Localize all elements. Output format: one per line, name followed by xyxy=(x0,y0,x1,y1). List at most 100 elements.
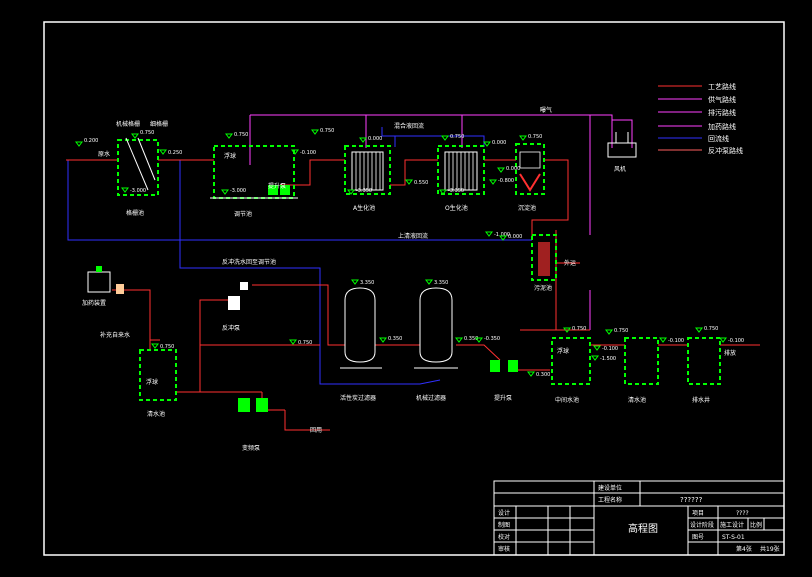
svg-text:0.350: 0.350 xyxy=(464,336,478,342)
elev-sludge-level: -1.000 xyxy=(485,231,510,238)
svg-text:0.750: 0.750 xyxy=(704,326,718,332)
mechanical-filter: 机械过滤器 xyxy=(414,287,458,402)
legend-air: 供气路线 xyxy=(708,95,736,104)
elev-settler-top: 0.750 xyxy=(519,134,542,141)
svg-text:0.750: 0.750 xyxy=(298,340,312,346)
legend-return: 回流线 xyxy=(708,134,729,143)
svg-text:0.300: 0.300 xyxy=(536,372,550,378)
backwash-pump-label: 反冲泵 xyxy=(222,324,240,332)
svg-text:0.750: 0.750 xyxy=(234,132,248,138)
a-tank: A生化池 xyxy=(344,145,391,212)
elev-o-top: 0.750 xyxy=(441,134,464,141)
middle-tank-label: 中间水池 xyxy=(555,396,579,404)
svg-text:0.750: 0.750 xyxy=(614,328,628,334)
elev-o-bottom: -3.350 xyxy=(439,188,464,195)
client-label: 建设单位 xyxy=(598,484,622,492)
o-tank: O生化池 xyxy=(437,145,485,212)
elev-o-level: 0.000 xyxy=(483,140,506,147)
mechanical-filter-label: 机械过滤器 xyxy=(416,394,446,402)
stage-label: 设计阶段 xyxy=(690,521,714,529)
elev-settler-mid: -0.800 xyxy=(489,178,514,185)
carbon-filter: 活性炭过滤器 xyxy=(340,287,382,402)
review-label: 审核 xyxy=(498,545,510,553)
svg-text:0.750: 0.750 xyxy=(140,130,154,136)
pipes xyxy=(66,114,760,431)
svg-text:3.350: 3.350 xyxy=(434,280,448,286)
svg-text:0.000: 0.000 xyxy=(506,166,520,172)
item-label: 项目 xyxy=(692,510,704,517)
discharge-label: 排放 xyxy=(724,349,736,357)
dosing-box: 加药装置 xyxy=(82,266,124,307)
design-label: 设计 xyxy=(498,509,510,517)
backwash-pump: 反冲泵 xyxy=(222,282,248,332)
elev-o-out: 0.550 xyxy=(405,179,428,186)
mech-grille-label: 机械格栅 xyxy=(116,120,140,128)
check-label: 校对 xyxy=(498,533,510,541)
equalization-tank-label: 调节池 xyxy=(234,210,252,218)
discharge-well: 排水井 排放 xyxy=(687,337,736,404)
transfer-pumps: 变频泵 回用 xyxy=(238,398,322,452)
blower: 风机 xyxy=(607,132,637,173)
settler-tank-label: 沉淀池 xyxy=(518,204,536,212)
drafting-label: 制图 xyxy=(498,521,510,529)
elev-clear-top: 0.750 xyxy=(605,328,628,335)
elev-pump2-level: 0.000 xyxy=(499,234,522,241)
equalization-tank: 调节池 xyxy=(210,145,298,218)
drawing-frame xyxy=(43,21,785,556)
elev-grille-top: 0.750 xyxy=(131,130,154,139)
svg-text:-3.000: -3.000 xyxy=(130,188,146,194)
sheet-label: 第4张 xyxy=(736,545,752,553)
elev-grille-in: 0.200 xyxy=(75,138,98,147)
legend: 工艺路线 供气路线 排污路线 加药路线 回流线 反冲泵路线 xyxy=(658,82,743,155)
settler-tank: 沉淀池 xyxy=(515,143,545,212)
svg-text:-3.000: -3.000 xyxy=(230,188,246,194)
legend-dosing: 加药路线 xyxy=(708,122,736,131)
svg-text:0.750: 0.750 xyxy=(572,326,586,332)
svg-text:0.350: 0.350 xyxy=(388,336,402,342)
clear-tank-label: 清水池 xyxy=(628,396,646,404)
fine-grille-label: 细格栅 xyxy=(150,120,168,128)
elev-backwash-level: 0.750 xyxy=(289,339,312,346)
dosing-box-label: 加药装置 xyxy=(82,299,106,307)
elev-middle-top: 0.750 xyxy=(563,326,586,333)
elev-mech-out: 0.350 xyxy=(455,336,478,343)
a-tank-label: A生化池 xyxy=(353,204,375,212)
elev-pump2-in: -0.350 xyxy=(475,336,500,343)
svg-text:-3.350: -3.350 xyxy=(356,188,372,194)
elev-carbon-top: 3.350 xyxy=(351,279,374,286)
elev-a-bottom: -3.350 xyxy=(347,188,372,195)
lift-pump-2: 提升泵 xyxy=(490,360,518,402)
mixed-return-label: 混合液回流 xyxy=(394,122,424,130)
outflow-label: 外运 xyxy=(564,259,576,267)
backwash-return-label: 反冲洗水回至调节池 xyxy=(222,258,276,266)
grille-tank: 格栅池 xyxy=(117,137,159,217)
reuse-label: 回用 xyxy=(310,427,322,434)
blower-label: 风机 xyxy=(614,165,626,173)
discharge-well-label: 排水井 xyxy=(692,396,710,404)
svg-text:0.200: 0.200 xyxy=(84,138,98,144)
scale-label: 比例 xyxy=(750,521,762,529)
elev-eq-bottom: -3.000 xyxy=(221,188,246,195)
legend-sludge: 排污路线 xyxy=(708,108,736,117)
elev-middle-level: -0.100 xyxy=(593,345,618,352)
elev-a-level: 0.000 xyxy=(359,136,382,143)
svg-text:-0.100: -0.100 xyxy=(668,338,684,344)
project-value: ?????? xyxy=(680,496,703,504)
svg-text:-1.500: -1.500 xyxy=(600,356,616,362)
item-value: ???? xyxy=(736,510,749,517)
tanks: 格栅池 调节池 A生化池 xyxy=(82,132,736,452)
elevation-markers: 0.200 0.750 0.250 -3.000 0.750 -0.100 -3… xyxy=(75,128,744,378)
elev-middle-bottom: -1.500 xyxy=(591,355,616,362)
stage-value: 施工设计 xyxy=(720,521,744,529)
elev-grille-out: 0.250 xyxy=(159,149,182,156)
sludge-tank-label: 污泥池 xyxy=(534,284,552,292)
svg-text:-3.350: -3.350 xyxy=(448,188,464,194)
svg-text:0.250: 0.250 xyxy=(168,150,182,156)
sludge-tank: 污泥池 外运 xyxy=(531,234,576,292)
svg-text:-0.350: -0.350 xyxy=(484,336,500,342)
raw-water-label: 原水 xyxy=(98,150,110,158)
clear-tank: 清水池 xyxy=(624,337,659,404)
svg-text:-1.000: -1.000 xyxy=(494,232,510,238)
o-tank-label: O生化池 xyxy=(445,204,468,212)
